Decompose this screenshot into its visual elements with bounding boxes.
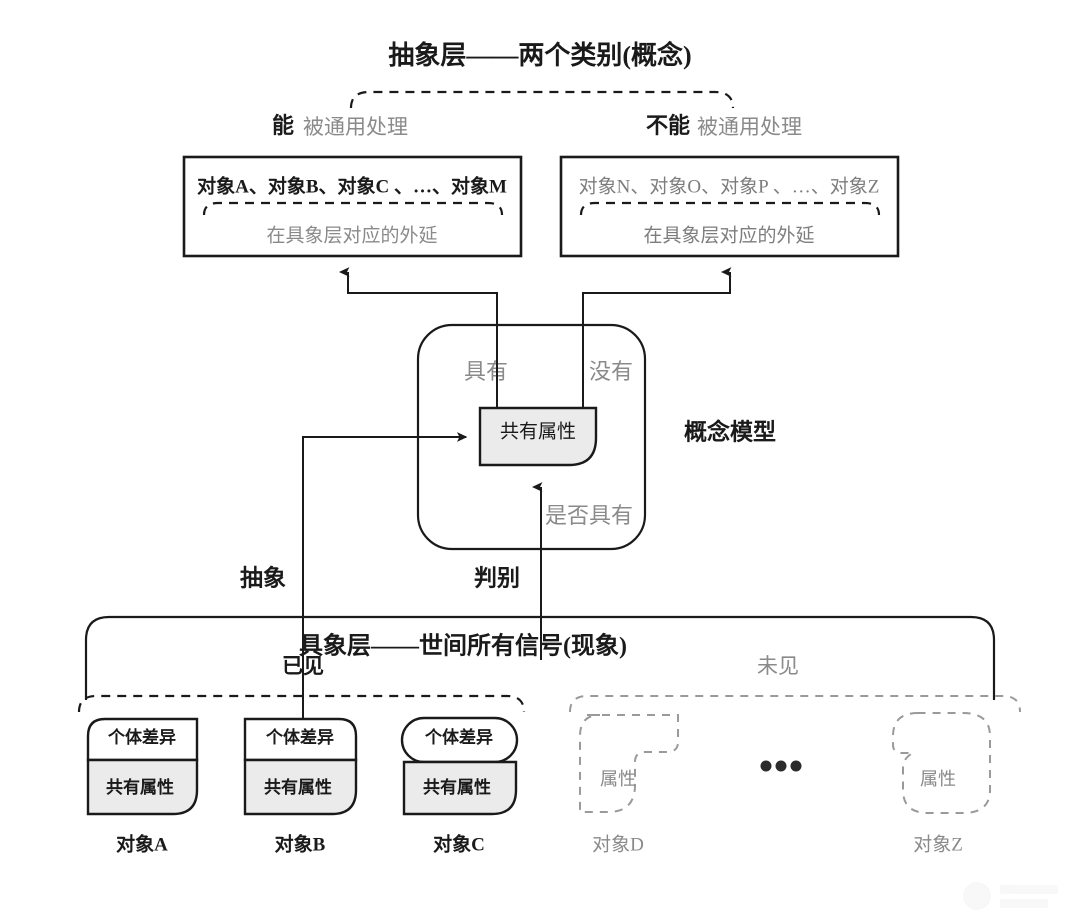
unseen-object-d: 属性 对象D	[579, 714, 679, 855]
unseen-group-brace	[569, 695, 1021, 713]
object-b-top-label: 个体差异	[265, 727, 334, 747]
right-category-heading-rest: 被通用处理	[697, 115, 802, 139]
object-z-name: 对象Z	[913, 833, 963, 855]
object-a-top-label: 个体差异	[107, 727, 176, 747]
discrimination-label: 判别	[474, 565, 520, 590]
arrow-hasnot-to-right-category	[582, 267, 732, 331]
seen-object-c: 个体差异 共有属性 对象C	[400, 716, 519, 855]
abstract-layer-brace	[349, 90, 735, 109]
branch-has-label: 具有	[464, 359, 508, 384]
object-c-bottom-shape	[402, 760, 518, 816]
seen-object-b: 个体差异 共有属性 对象B	[243, 717, 358, 855]
object-z-shape	[892, 712, 991, 814]
object-c-top-label: 个体差异	[424, 727, 493, 747]
object-a-name: 对象A	[116, 832, 168, 855]
object-d-shape	[579, 714, 679, 813]
object-c-name: 对象C	[433, 832, 485, 855]
right-category-inner-brace	[579, 201, 881, 216]
unseen-object-z: 属性 对象Z	[892, 712, 991, 855]
ellipsis-dots	[760, 760, 802, 772]
abstraction-arrow	[302, 432, 468, 740]
seen-group-brace	[77, 694, 526, 713]
concrete-layer-container	[84, 615, 996, 700]
object-d-name: 对象D	[592, 833, 644, 855]
right-category-caption: 在具象层对应的外延	[643, 224, 814, 246]
right-category-members: 对象N、对象O、对象P 、…、对象Z	[579, 175, 880, 197]
object-b-name: 对象B	[275, 832, 326, 855]
object-b-top-shape	[243, 717, 358, 762]
concrete-layer-title: 具象层——世间所有信号(现象)	[299, 632, 627, 660]
watermark	[963, 882, 1058, 910]
object-a-bottom-label: 共有属性	[106, 777, 174, 797]
abstract-layer-title: 抽象层——两个类别(概念)	[388, 40, 691, 70]
unseen-label: 未见	[757, 654, 799, 678]
concept-model-label: 概念模型	[684, 418, 776, 444]
left-category-caption: 在具象层对应的外延	[266, 224, 437, 246]
seen-object-a: 个体差异 共有属性 对象A	[86, 717, 199, 855]
abstraction-label: 抽象	[240, 564, 286, 590]
right-category-box	[559, 155, 900, 258]
left-category-inner-brace	[202, 201, 504, 216]
object-b-bottom-shape	[243, 758, 358, 816]
object-z-label: 属性	[920, 769, 956, 789]
seen-label: 已见	[282, 654, 324, 678]
object-b-bottom-label: 共有属性	[264, 777, 332, 797]
query-label: 是否具有	[545, 503, 633, 528]
shared-attribute-core-box	[478, 406, 598, 467]
object-c-bottom-label: 共有属性	[423, 777, 491, 797]
object-a-bottom-shape	[86, 758, 199, 816]
right-category-heading-bold: 不能	[646, 113, 690, 138]
left-category-box	[182, 155, 523, 258]
left-category-heading-bold: 能	[272, 113, 294, 138]
object-d-label: 属性	[600, 769, 636, 789]
left-category-heading-rest: 被通用处理	[303, 115, 408, 139]
shared-attribute-core-label: 共有属性	[500, 420, 576, 442]
arrow-has-to-left-category	[338, 267, 498, 331]
left-category-members: 对象A、对象B、对象C 、…、对象M	[197, 174, 507, 197]
branch-hasnot-label: 没有	[589, 359, 633, 384]
